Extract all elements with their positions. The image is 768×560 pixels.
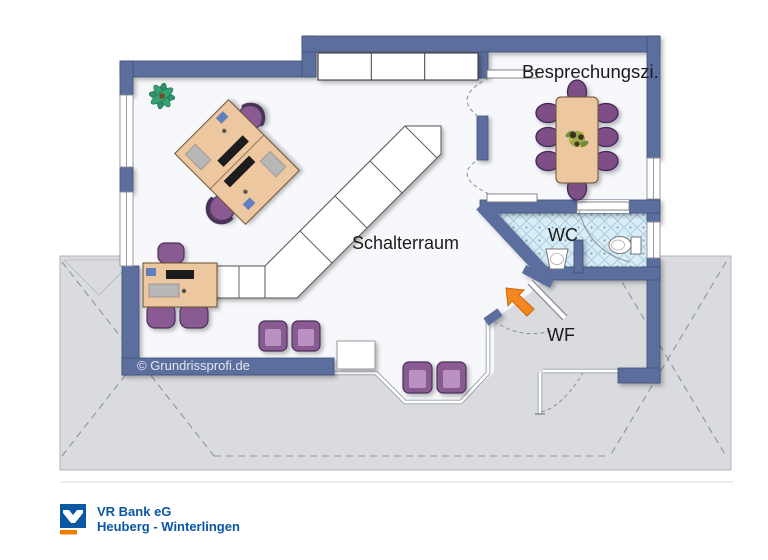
double-desk xyxy=(174,99,300,225)
wall-doorway-pier xyxy=(476,115,489,161)
desk-accessory xyxy=(242,197,256,211)
service-counter xyxy=(212,125,442,299)
monitor-icon xyxy=(166,270,194,279)
room-label-windfang: WF xyxy=(547,325,575,345)
bank-name: VR Bank eG xyxy=(97,504,171,519)
sink-icon xyxy=(545,248,569,270)
windows xyxy=(119,94,661,267)
room-label-schalterraum: Schalterraum xyxy=(352,233,459,253)
wc-fixtures xyxy=(545,236,642,270)
roof-gable-outline xyxy=(63,259,135,296)
vr-logo-mark xyxy=(63,510,83,523)
waiting-area xyxy=(258,320,467,394)
window xyxy=(119,94,134,168)
entrance-arrow-icon xyxy=(505,287,535,317)
vr-logo-underline xyxy=(60,530,77,535)
armchair xyxy=(291,320,321,352)
consultation-desk xyxy=(142,242,218,329)
door-meeting-lower xyxy=(486,193,538,203)
armchair xyxy=(402,361,433,394)
room-label-besprechungszimmer: Besprechungszi. xyxy=(522,61,659,82)
toilet-icon xyxy=(608,236,642,255)
side-table xyxy=(336,340,376,370)
wall-top-right xyxy=(301,35,661,53)
wc-door-swing xyxy=(578,210,631,263)
meeting-table-group xyxy=(535,79,619,201)
wall-left-top xyxy=(119,60,134,96)
door-swing-arc xyxy=(466,77,490,118)
window xyxy=(646,157,661,200)
walls xyxy=(119,35,661,384)
door-wc xyxy=(576,201,630,211)
watermark-text: © Grundrissprofi.de xyxy=(137,358,250,373)
armchair xyxy=(258,320,288,352)
visitor-chair xyxy=(179,303,209,329)
monitor-icon xyxy=(223,155,256,188)
bank-logo: VR Bank eG Heuberg - Winterlingen xyxy=(60,504,240,535)
wall-bay-pier xyxy=(483,308,503,326)
exterior-door-swing xyxy=(540,372,584,413)
mouse-icon xyxy=(181,288,187,294)
wall-bottom xyxy=(121,357,335,376)
bank-location: Heuberg - Winterlingen xyxy=(97,519,240,534)
wall-right-upper xyxy=(646,35,661,159)
desk-accessory xyxy=(146,268,156,276)
wall-entrance-hinge xyxy=(521,265,555,288)
cabinet-row xyxy=(317,52,479,81)
wall-wc-diagonal xyxy=(476,200,551,280)
wall-left-pier xyxy=(119,166,134,193)
monitor-icon xyxy=(217,135,250,167)
keyboard-icon xyxy=(148,283,180,298)
mouse-icon xyxy=(243,189,248,194)
door-meeting-upper xyxy=(486,69,538,79)
room-label-wc: WC xyxy=(548,225,578,245)
doors xyxy=(466,69,631,335)
glass-facade xyxy=(333,321,620,415)
office-chair xyxy=(157,242,185,264)
keyboard-icon xyxy=(259,150,287,178)
wall-doorway-jamb xyxy=(476,51,489,79)
plant-icon xyxy=(148,82,176,110)
visitor-chair xyxy=(146,303,176,329)
window xyxy=(646,221,661,259)
mouse-icon xyxy=(222,128,227,134)
wall-top-left xyxy=(119,60,313,78)
wall-corner-l xyxy=(617,367,661,384)
keyboard-icon xyxy=(184,143,212,171)
wall-wc-partition xyxy=(573,239,584,274)
window xyxy=(119,191,134,267)
table-plant-icon xyxy=(565,130,589,148)
armchair xyxy=(436,361,467,394)
roof-ridge-line xyxy=(609,261,727,457)
desk-accessory xyxy=(215,111,229,124)
door-swing-arc xyxy=(466,158,490,195)
